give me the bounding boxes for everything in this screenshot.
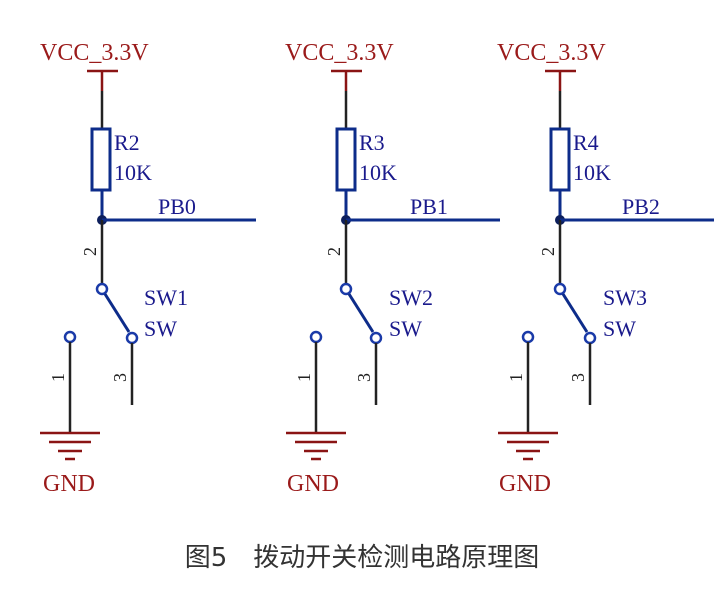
ground-symbol: [286, 431, 346, 461]
switch-ref: SW2: [389, 285, 433, 310]
figure-caption: 图5 拨动开关检测电路原理图: [185, 543, 540, 573]
pin-number: 3: [568, 373, 588, 382]
power-label: VCC_3.3V: [497, 40, 606, 66]
circuit-3: VCC_3.3V R4 10K PB2 2 SW3 SW 3 1 GND: [497, 40, 714, 497]
switch-type: SW: [603, 316, 636, 341]
switch-terminal: [63, 330, 77, 344]
pin-number: 1: [48, 373, 68, 382]
switch-terminal: [369, 331, 383, 345]
ground-label: GND: [287, 471, 339, 497]
switch-lever: [561, 293, 589, 333]
pin-number: 3: [354, 373, 374, 382]
pin-number: 2: [538, 247, 558, 256]
power-label: VCC_3.3V: [40, 40, 149, 66]
ground-label: GND: [499, 471, 551, 497]
switch-terminal: [309, 330, 323, 344]
resistor-r4: [549, 127, 571, 192]
ground-symbol: [40, 431, 100, 461]
net-label: PB1: [410, 194, 448, 219]
switch-lever: [347, 293, 375, 333]
circuit-2: VCC_3.3V R3 10K PB1 2 SW2 SW 3 1 GND: [285, 40, 500, 497]
resistor-ref: R2: [114, 130, 140, 155]
pin-number: 3: [110, 373, 130, 382]
pin-number: 1: [506, 373, 526, 382]
switch-ref: SW1: [144, 285, 188, 310]
ground-symbol: [498, 431, 558, 461]
switch-lever: [103, 293, 131, 333]
resistor-value: 10K: [114, 160, 152, 185]
net-label: PB0: [158, 194, 196, 219]
net-label: PB2: [622, 194, 660, 219]
switch-terminal: [95, 282, 109, 296]
pin-number: 2: [324, 247, 344, 256]
resistor-ref: R4: [573, 130, 599, 155]
resistor-r3: [335, 127, 357, 192]
switch-type: SW: [144, 316, 177, 341]
pin-number: 1: [294, 373, 314, 382]
switch-terminal: [583, 331, 597, 345]
switch-terminal: [339, 282, 353, 296]
resistor-r2: [90, 127, 112, 192]
ground-label: GND: [43, 471, 95, 497]
resistor-value: 10K: [359, 160, 397, 185]
switch-ref: SW3: [603, 285, 647, 310]
resistor-value: 10K: [573, 160, 611, 185]
switch-terminal: [553, 282, 567, 296]
power-label: VCC_3.3V: [285, 40, 394, 66]
pin-number: 2: [80, 247, 100, 256]
circuit-1: VCC_3.3V R2 10K PB0 2 SW1 SW 3 1 GND: [40, 40, 256, 497]
switch-type: SW: [389, 316, 422, 341]
switch-terminal: [125, 331, 139, 345]
switch-terminal: [521, 330, 535, 344]
resistor-ref: R3: [359, 130, 385, 155]
